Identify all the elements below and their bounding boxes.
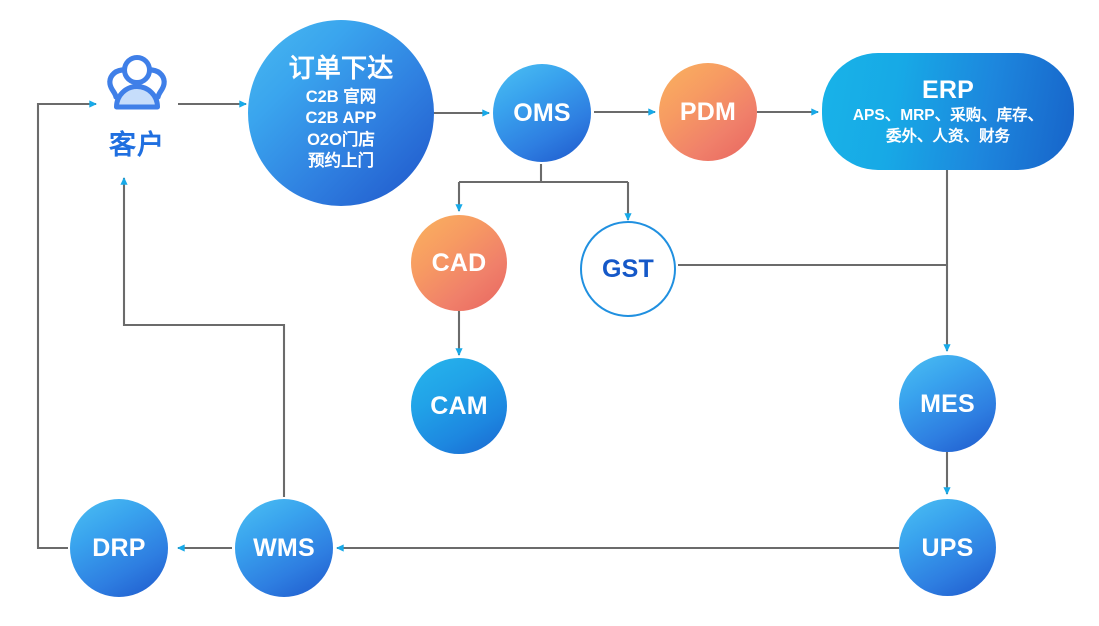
order-line-1: C2B 官网	[305, 87, 377, 106]
node-drp[interactable]: DRP	[70, 499, 168, 597]
node-gst[interactable]: GST	[580, 221, 676, 317]
node-cam[interactable]: CAM	[411, 358, 507, 454]
erp-line-2: 委外、人资、财务	[885, 127, 1010, 145]
node-ups[interactable]: UPS	[899, 499, 996, 596]
node-cad[interactable]: CAD	[411, 215, 507, 311]
mes-label: MES	[920, 389, 975, 418]
users-group-icon	[100, 50, 174, 125]
gst-label: GST	[602, 255, 654, 283]
node-erp[interactable]: ERP APS、MRP、采购、库存、 委外、人资、财务	[822, 53, 1074, 170]
oms-label: OMS	[513, 99, 571, 127]
node-pdm[interactable]: PDM	[659, 63, 757, 161]
node-oms[interactable]: OMS	[493, 64, 591, 162]
edge-wms-to-customer	[120, 176, 286, 497]
order-line-4: 预约上门	[308, 151, 374, 170]
cam-label: CAM	[430, 392, 488, 420]
edge-drp-to-customer	[36, 100, 98, 550]
cad-label: CAD	[431, 249, 487, 277]
ups-label: UPS	[921, 533, 974, 562]
wms-label: WMS	[253, 534, 315, 562]
node-order-placement[interactable]: 订单下达 C2B 官网 C2B APP O2O门店 预约上门	[248, 20, 434, 206]
node-customer[interactable]: 客户	[92, 50, 182, 162]
node-wms[interactable]: WMS	[235, 499, 333, 597]
order-line-3: O2O门店	[307, 130, 375, 149]
node-mes[interactable]: MES	[899, 355, 996, 452]
erp-line-1: APS、MRP、采购、库存、	[852, 107, 1044, 125]
order-line-2: C2B APP	[305, 109, 377, 128]
erp-label: ERP	[921, 76, 974, 105]
order-title: 订单下达	[288, 52, 394, 83]
drp-label: DRP	[92, 534, 146, 562]
pdm-label: PDM	[679, 98, 737, 126]
customer-label: 客户	[109, 130, 165, 160]
